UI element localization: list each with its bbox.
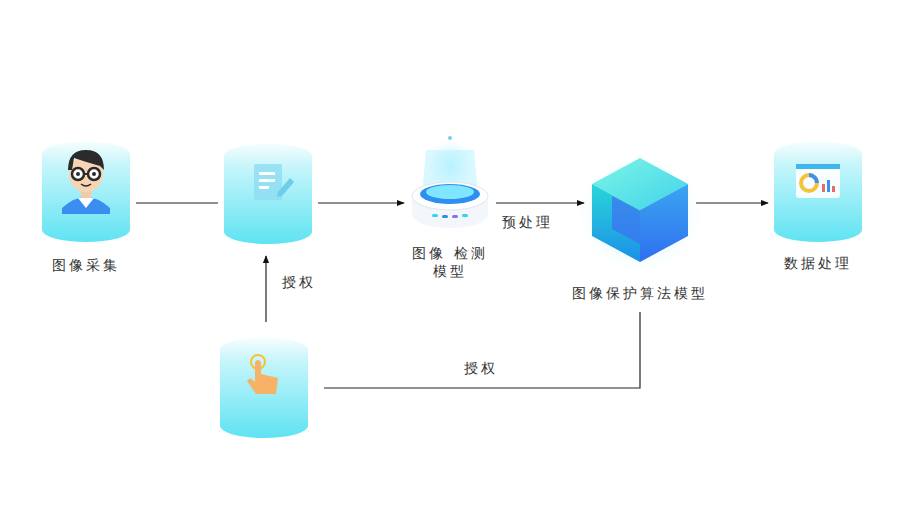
data-cylinder xyxy=(774,142,862,242)
icon-node: 图像采集 xyxy=(42,142,130,242)
cube-icon xyxy=(578,156,702,272)
connector xyxy=(265,256,266,322)
icon-node xyxy=(224,144,312,244)
icon-node: 图像保护算法模型 xyxy=(590,158,690,264)
document-cylinder xyxy=(224,144,312,244)
connector xyxy=(136,202,218,203)
icon-node xyxy=(220,338,308,438)
icon-node: 数据处理 xyxy=(774,142,862,242)
connector xyxy=(696,202,768,203)
connector xyxy=(318,202,404,203)
detection-device xyxy=(412,136,488,228)
icon-node: 图像 检测模型 xyxy=(410,140,490,236)
node-label: 图像保护算法模型 xyxy=(572,284,708,302)
connector xyxy=(324,312,640,388)
node-label: 图像采集 xyxy=(52,256,120,274)
connector xyxy=(496,202,584,203)
hand-cylinder xyxy=(220,338,308,438)
node-label: 数据处理 xyxy=(784,254,852,272)
edge-label: 预处理 xyxy=(500,214,555,232)
edge-label: 授权 xyxy=(462,360,500,378)
edge-label: 授权 xyxy=(280,274,318,292)
node-label: 图像 检测模型 xyxy=(412,244,488,280)
person-cylinder xyxy=(42,142,130,242)
